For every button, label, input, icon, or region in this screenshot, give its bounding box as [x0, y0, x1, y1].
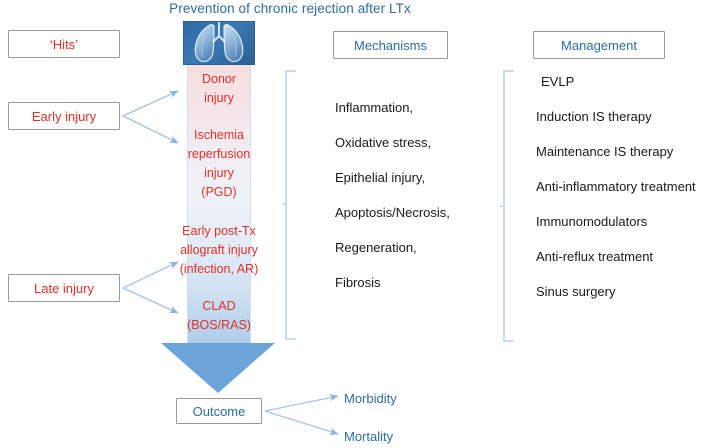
mortality-label: Mortality — [344, 429, 394, 444]
management-item: EVLP — [541, 74, 575, 89]
management-list: EVLP Induction IS therapy Maintenance IS… — [536, 74, 720, 319]
early-injury-label: Early injury — [31, 108, 97, 124]
management-item: Maintenance IS therapy — [536, 144, 674, 159]
stage-clad-label: CLAD(BOS/RAS) — [187, 299, 251, 332]
early-injury-box: Early injury — [8, 102, 120, 130]
management-item: Immunomodulators — [536, 214, 648, 229]
progression-arrow-head — [161, 343, 275, 393]
mechanisms-item: Regeneration, — [335, 240, 417, 255]
mechanisms-item: Apoptosis/Necrosis, — [335, 205, 450, 220]
management-header-label: Management — [561, 37, 637, 53]
hits-header-label: ‘Hits’ — [49, 36, 79, 52]
management-item: Induction IS therapy — [536, 109, 652, 124]
late-injury-label: Late injury — [34, 280, 94, 296]
management-item: Sinus surgery — [536, 284, 616, 299]
mechanisms-item: Fibrosis — [335, 275, 381, 290]
outcome-box: Outcome — [176, 398, 262, 424]
progression-column — [188, 63, 250, 344]
mechanisms-item: Oxidative stress, — [335, 135, 432, 150]
management-bracket — [500, 70, 516, 342]
page-title: Prevention of chronic rejection after LT… — [169, 1, 411, 16]
mechanisms-header-box: Mechanisms — [333, 31, 448, 59]
arrow-outcome-to-mortality — [264, 410, 339, 435]
mechanisms-item: Inflammation, — [335, 100, 414, 115]
management-header-box: Management — [533, 31, 665, 59]
management-item: Anti-reflux treatment — [536, 249, 654, 264]
center-column-right-edge — [249, 63, 251, 344]
stage-clad: CLAD(BOS/RAS) — [164, 297, 274, 335]
lungs-icon — [183, 21, 255, 65]
management-item: Anti-inflammatory treatment — [536, 179, 696, 194]
mechanisms-item: Epithelial injury, — [335, 170, 426, 185]
late-injury-box: Late injury — [8, 274, 120, 302]
mechanisms-bracket — [282, 70, 298, 340]
outcome-label: Outcome — [192, 403, 246, 419]
mechanisms-list: Inflammation, Oxidative stress, Epitheli… — [335, 100, 505, 310]
morbidity-label: Morbidity — [344, 391, 397, 406]
arrow-outcome-to-morbidity — [264, 394, 339, 412]
hits-header-box: ‘Hits’ — [8, 30, 120, 58]
mechanisms-header-label: Mechanisms — [354, 37, 427, 53]
